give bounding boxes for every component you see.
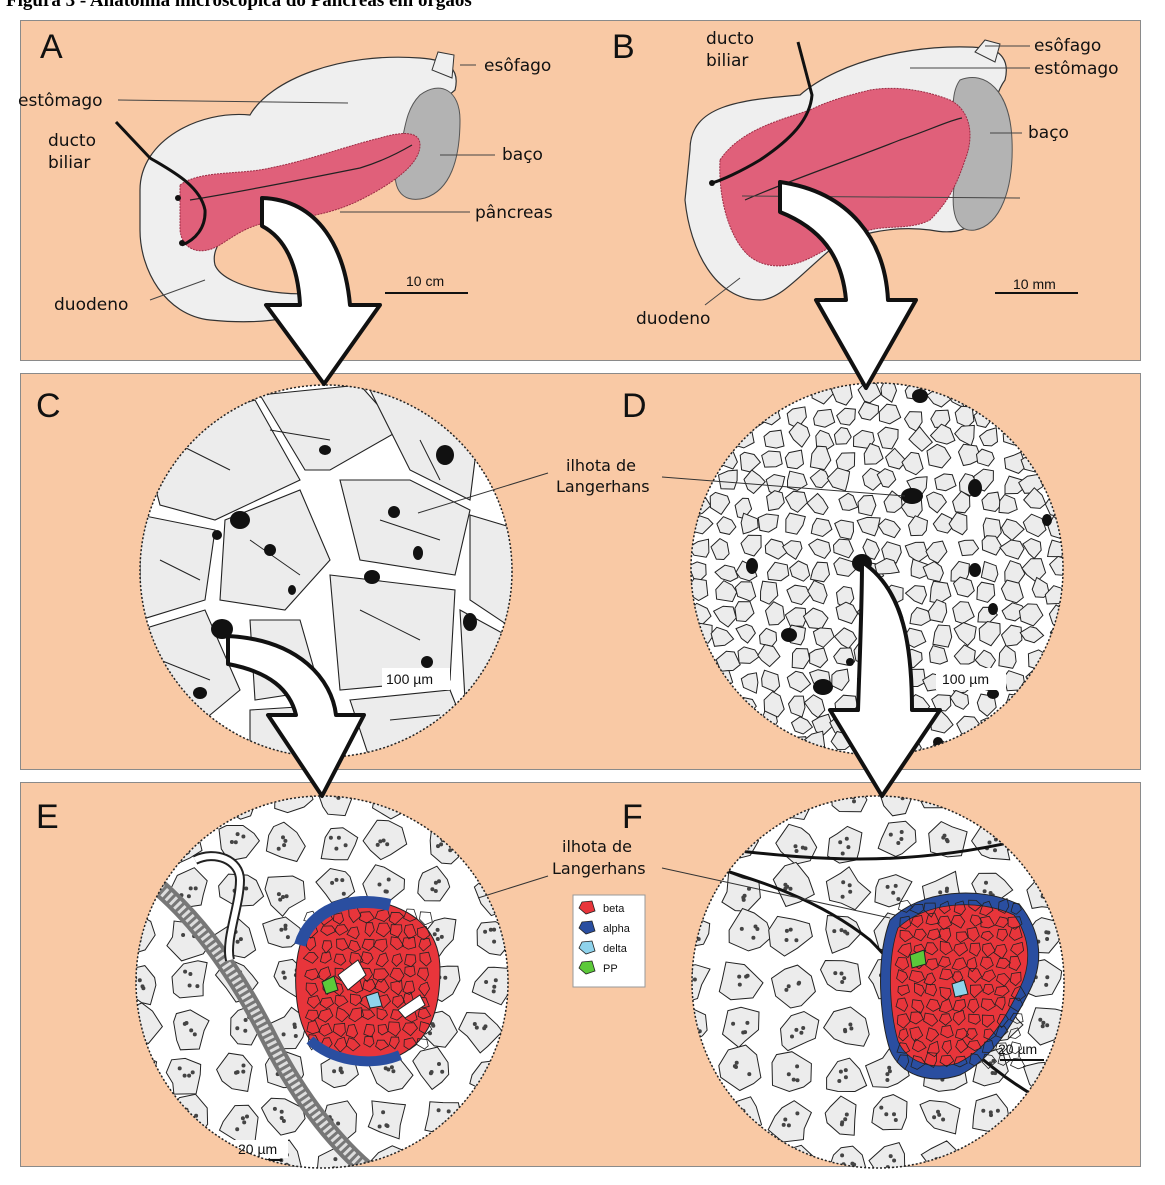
label-ducto-b: ducto: [706, 29, 754, 49]
label-estomago-a: estômago: [18, 91, 103, 111]
islet-label-cd-line1: ilhota de: [566, 456, 636, 475]
legend-label: delta: [603, 943, 628, 955]
panel-letter-d: D: [622, 387, 647, 425]
panel-letter-b: B: [612, 28, 635, 66]
panel-letter-e: E: [36, 798, 59, 836]
scale-label-e: 20 µm: [238, 1141, 277, 1157]
islet-section-f: [669, 773, 1069, 1185]
legend-item-alpha: alpha: [579, 921, 631, 935]
legend-item-beta: beta: [579, 901, 625, 915]
scale-label-b: 10 mm: [1013, 276, 1056, 292]
label-estomago-b: estômago: [1034, 59, 1119, 79]
label-baco-a: baço: [502, 145, 543, 165]
scale-label-c: 100 µm: [386, 671, 433, 687]
islet-label-cd-line2: Langerhans: [556, 477, 650, 496]
panel-letter-c: C: [36, 387, 61, 425]
islet-section-e: [114, 774, 513, 1185]
scale-label-a: 10 cm: [406, 273, 444, 289]
islet-label-ef-line2: Langerhans: [552, 859, 646, 878]
label-duodeno-b: duodeno: [636, 309, 710, 329]
leader-line: [478, 876, 548, 898]
label-biliar-b: biliar: [706, 51, 748, 71]
arrow-a-to-c: [262, 198, 380, 384]
legend-label: alpha: [603, 923, 631, 935]
label-pancreas-a: pâncreas: [475, 203, 553, 223]
islet-label-ef-line1: ilhota de: [562, 837, 632, 856]
label-duodeno-a: duodeno: [54, 295, 128, 315]
duct-point: [709, 180, 715, 186]
scale-label-f: 20 µm: [998, 1041, 1037, 1057]
legend-label: beta: [603, 903, 625, 915]
legend-label: PP: [603, 963, 618, 975]
duct-point: [179, 240, 185, 246]
label-esofago-a: esôfago: [484, 56, 551, 76]
label-biliar-a: biliar: [48, 153, 90, 173]
label-ducto-a: ducto: [48, 131, 96, 151]
legend-item-delta: delta: [579, 941, 628, 955]
scale-label-d: 100 µm: [942, 671, 989, 687]
label-esofago-b: esôfago: [1034, 36, 1101, 56]
panel-letter-a: A: [40, 28, 63, 66]
label-baco-b: baço: [1028, 123, 1069, 143]
panel-letter-f: F: [622, 798, 643, 836]
duct-point: [175, 195, 181, 201]
